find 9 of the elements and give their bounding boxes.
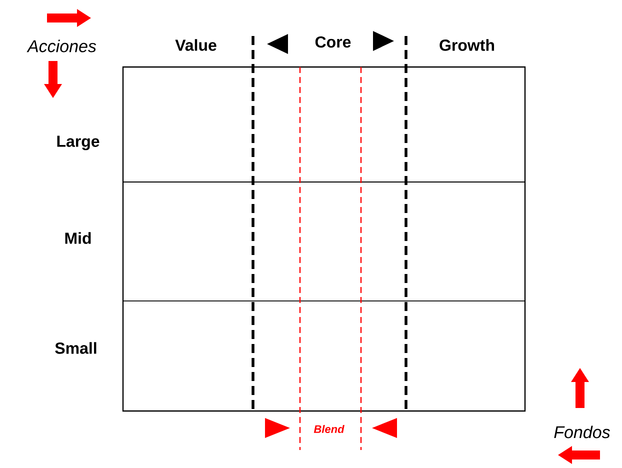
axis-label: Fondos — [554, 426, 610, 438]
row-header: Small — [55, 342, 96, 354]
column-header: Growth — [440, 39, 494, 51]
row-header: Mid — [65, 232, 91, 244]
row-header: Large — [57, 136, 100, 150]
column-header: Value — [175, 39, 216, 51]
column-header: Core — [315, 36, 351, 48]
axis-label: Acciones — [26, 40, 96, 52]
blend-label: Blend — [314, 424, 344, 434]
